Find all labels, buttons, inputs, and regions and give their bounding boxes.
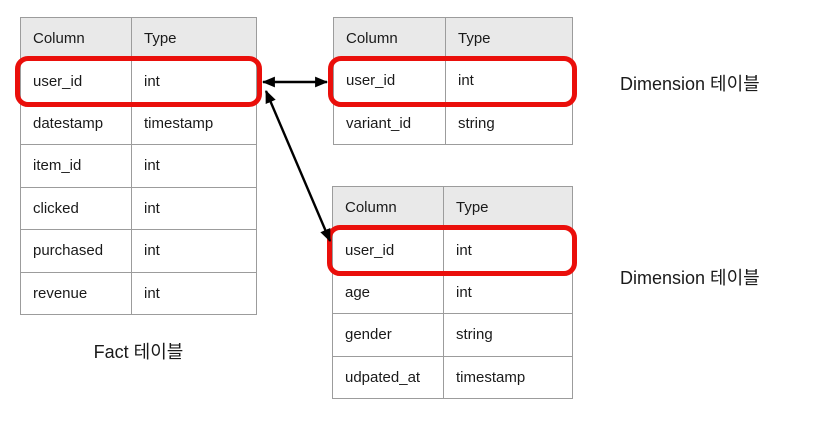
column-name-cell: udpated_at (332, 355, 444, 400)
column-type-cell: string (443, 313, 573, 357)
table-row-clicked: clicked int (20, 186, 257, 231)
table-row-age: age int (332, 270, 573, 315)
fact-table: Column Type user_id int datestamp timest… (20, 16, 257, 316)
column-name-cell: variant_id (333, 101, 446, 146)
arrow-fact-to-dimension2 (264, 90, 332, 242)
column-type-cell: int (443, 228, 573, 272)
column-type-cell: int (131, 229, 257, 273)
column-type-cell: int (131, 186, 257, 231)
table-row-item-id: item_id int (20, 144, 257, 188)
header-row: Column Type (333, 16, 573, 61)
column-header: Column (333, 16, 446, 61)
fact-table-grid: Column Type user_id int datestamp timest… (20, 16, 257, 316)
table-row-gender: gender string (332, 313, 573, 357)
table-row-user-id: user_id int (20, 59, 257, 103)
column-name-cell: clicked (20, 186, 132, 231)
table-row-udpated-at: udpated_at timestamp (332, 355, 573, 400)
dimension-table-1: Column Type user_id int variant_id strin… (333, 16, 573, 146)
column-type-cell: int (443, 270, 573, 315)
column-name-cell: user_id (332, 228, 444, 272)
column-name-cell: gender (332, 313, 444, 357)
column-type-cell: int (131, 144, 257, 188)
header-row: Column Type (20, 16, 257, 61)
column-header: Column (20, 16, 132, 61)
column-name-cell: revenue (20, 271, 132, 316)
column-header: Column (332, 185, 444, 230)
dimension-table-2-grid: Column Type user_id int age int gender s… (332, 185, 573, 400)
table-row-revenue: revenue int (20, 271, 257, 316)
column-name-cell: purchased (20, 229, 132, 273)
header-row: Column Type (332, 185, 573, 230)
column-name-cell: age (332, 270, 444, 315)
column-name-cell: item_id (20, 144, 132, 188)
column-type-cell: int (445, 59, 573, 103)
dimension-table-2: Column Type user_id int age int gender s… (332, 185, 573, 400)
type-header: Type (445, 16, 573, 61)
column-name-cell: user_id (20, 59, 132, 103)
table-row-purchased: purchased int (20, 229, 257, 273)
column-name-cell: user_id (333, 59, 446, 103)
column-type-cell: timestamp (131, 101, 257, 146)
table-row-user-id: user_id int (332, 228, 573, 272)
table-row-datestamp: datestamp timestamp (20, 101, 257, 146)
column-type-cell: int (131, 271, 257, 316)
column-type-cell: string (445, 101, 573, 146)
dimension-table-1-caption: Dimension 테이블 (620, 74, 760, 94)
dimension-table-1-grid: Column Type user_id int variant_id strin… (333, 16, 573, 146)
dimension-table-2-caption: Dimension 테이블 (620, 268, 760, 288)
type-header: Type (443, 185, 573, 230)
column-type-cell: timestamp (443, 355, 573, 400)
type-header: Type (131, 16, 257, 61)
table-row-variant-id: variant_id string (333, 101, 573, 146)
column-type-cell: int (131, 59, 257, 103)
table-row-user-id: user_id int (333, 59, 573, 103)
column-name-cell: datestamp (20, 101, 132, 146)
fact-table-caption: Fact 테이블 (93, 342, 184, 362)
